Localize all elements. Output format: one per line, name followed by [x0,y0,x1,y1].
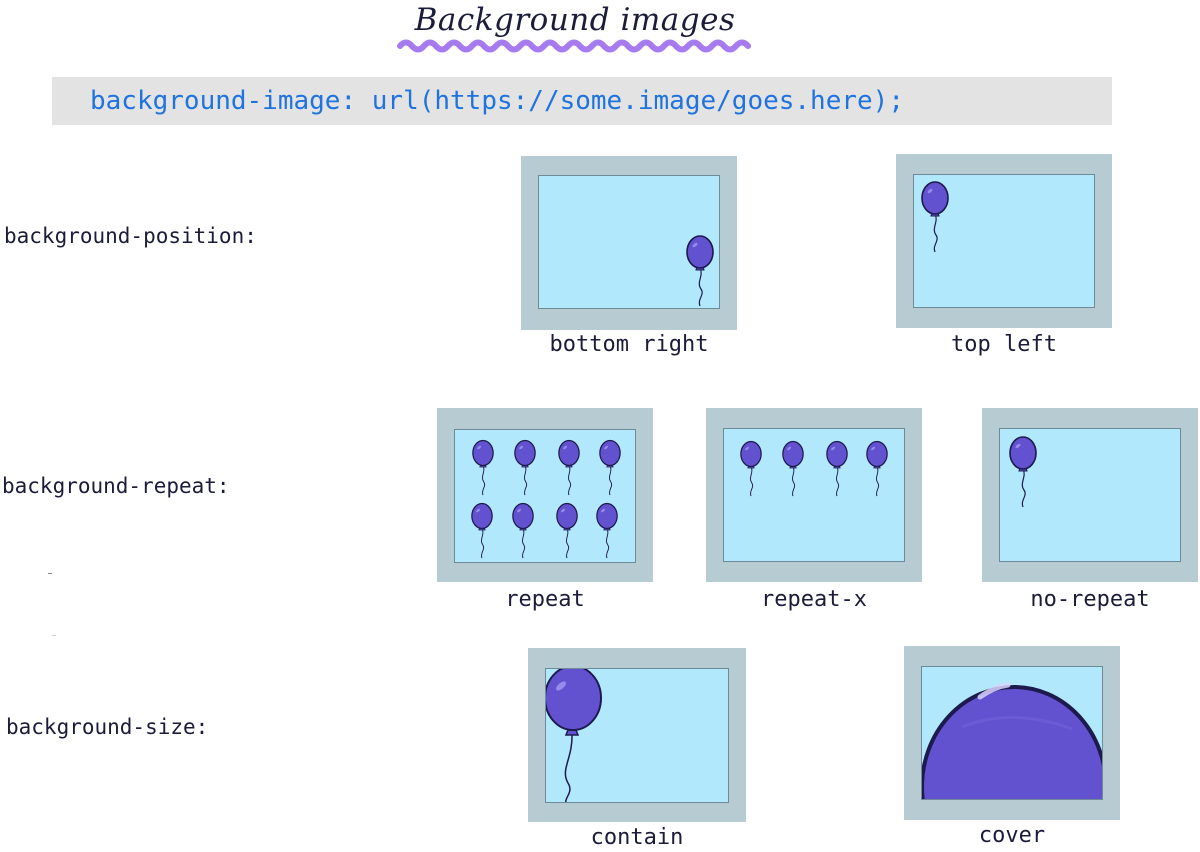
caption-cover: cover [978,823,1046,848]
caption-contain: contain [590,825,684,850]
frame-no-repeat [982,408,1198,582]
sky-area [545,668,729,803]
caption-bottom-right: bottom right [549,332,709,357]
sky-area [921,666,1103,800]
balloon-icon [1009,436,1037,508]
balloon-icon [826,440,848,497]
balloon-icon [599,439,621,496]
balloon-icon [514,439,536,496]
frame-repeat [437,408,653,582]
balloon-icon [596,502,618,559]
frame-cover [904,646,1120,820]
caption-no-repeat: no-repeat [1030,587,1150,612]
code-text: background-image: url(https://some.image… [90,86,904,116]
page-title: Background images [380,2,770,56]
balloon-icon [782,440,804,497]
sky-area [723,428,905,562]
title-text: Background images [414,2,736,38]
sky-area [454,429,636,563]
balloon-icon [471,502,493,559]
balloon-icon [546,669,602,802]
balloon-icon [921,181,949,253]
balloon-icon [512,502,534,559]
balloon-icon [686,235,714,307]
frame-repeat-x [706,408,922,582]
caption-repeat: repeat [505,587,585,612]
code-bar: background-image: url(https://some.image… [52,77,1112,125]
sky-area [999,428,1181,562]
caption-top-left: top left [951,332,1057,357]
balloon-icon [556,502,578,559]
frame-bottom-right [521,156,737,330]
balloon-icon [866,440,888,497]
row-label-position: background-position: [4,224,257,248]
row-label-repeat: background-repeat: [2,474,230,498]
balloon-icon [740,440,762,497]
balloon-icon [558,439,580,496]
sky-area [538,175,720,309]
title-squiggle [397,39,751,53]
frame-top-left [896,154,1112,328]
row-label-size: background-size: [6,715,209,739]
balloon-icon [922,682,1102,799]
frame-contain [528,648,746,822]
sky-area [913,174,1095,308]
stray-mark [52,635,56,636]
balloon-icon [472,439,494,496]
caption-repeat-x: repeat-x [761,587,867,612]
stray-mark [48,573,52,574]
